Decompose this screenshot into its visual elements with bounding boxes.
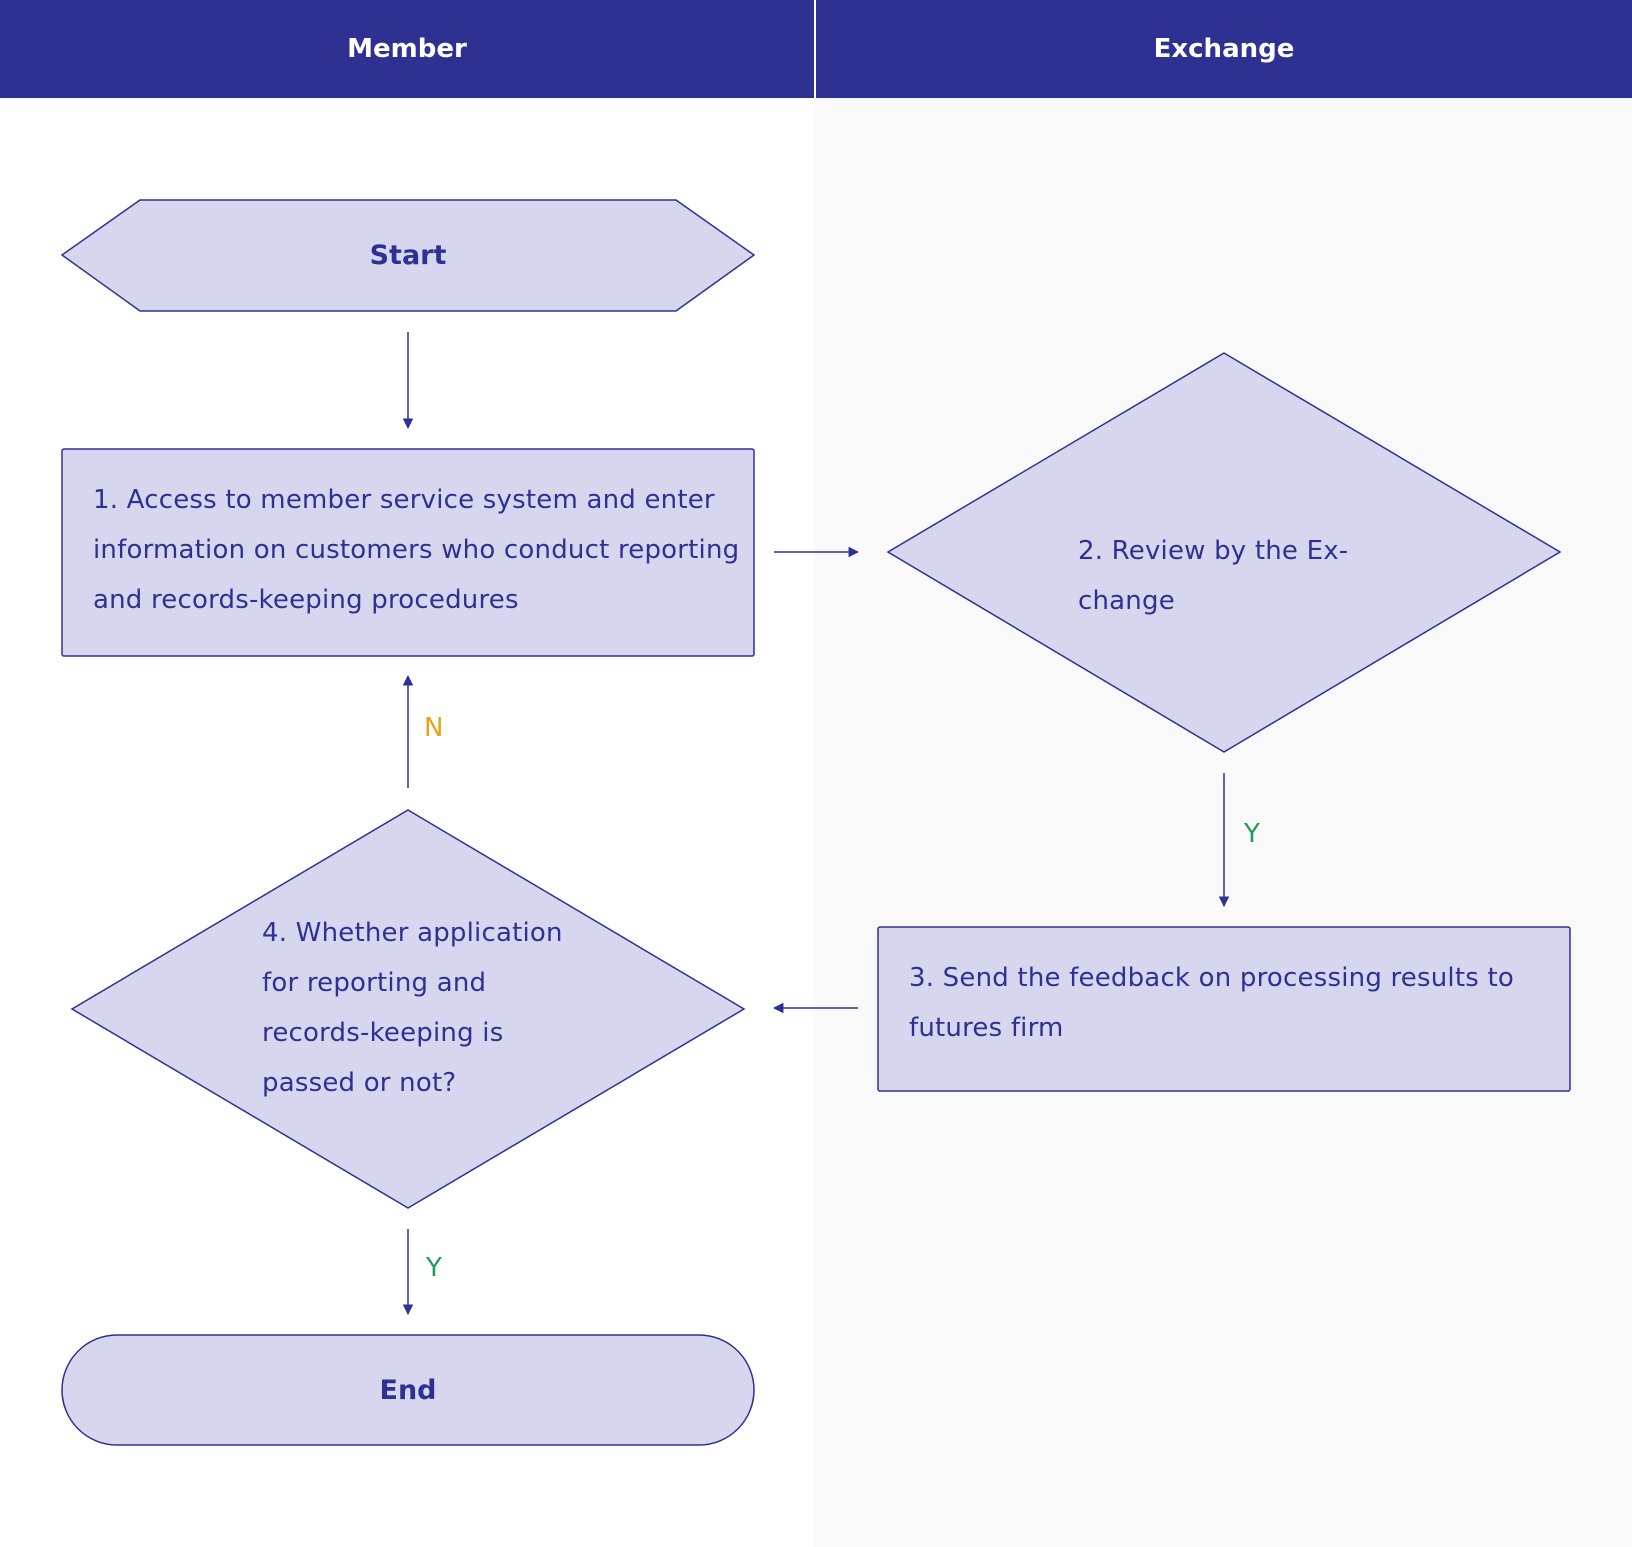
step4-text: 4. Whether application for reporting and… bbox=[262, 908, 622, 1108]
step1-box bbox=[61, 448, 755, 657]
step2-diamond bbox=[886, 352, 1562, 753]
step4-line-4: passed or not? bbox=[262, 1068, 457, 1098]
edge-label-yes-end: Y bbox=[426, 1253, 442, 1283]
lane-header-exchange: Exchange bbox=[816, 0, 1632, 98]
step4-line-3: records-keeping is bbox=[262, 1018, 504, 1048]
lane-header-member: Member bbox=[0, 0, 814, 98]
edge-label-yes-step3: Y bbox=[1244, 819, 1260, 849]
step4-line-2: for reporting and bbox=[262, 968, 487, 998]
step4-line-1: 4. Whether application bbox=[262, 918, 563, 948]
step3-line-2: futures firm bbox=[909, 1013, 1064, 1043]
end-label: End bbox=[379, 1374, 437, 1406]
start-label: Start bbox=[369, 240, 447, 271]
step3-text: 3. Send the feedback on processing resul… bbox=[909, 953, 1549, 1053]
edge-label-no: N bbox=[424, 713, 444, 743]
end-node-shape bbox=[61, 1334, 755, 1446]
start-node-shape bbox=[60, 199, 756, 312]
step1-line-2: information on customers who conduct rep… bbox=[93, 535, 740, 565]
step2-text: 2. Review by the Ex- change bbox=[1078, 526, 1378, 626]
step1-line-1: 1. Access to member service system and e… bbox=[93, 485, 715, 515]
step2-line-1: 2. Review by the Ex- bbox=[1078, 536, 1349, 566]
step3-line-1: 3. Send the feedback on processing resul… bbox=[909, 963, 1514, 993]
step3-box bbox=[877, 926, 1571, 1092]
step1-text: 1. Access to member service system and e… bbox=[93, 475, 743, 625]
step1-line-3: and records-keeping procedures bbox=[93, 585, 519, 615]
step2-line-2: change bbox=[1078, 586, 1175, 616]
step4-diamond bbox=[70, 809, 746, 1209]
header-divider bbox=[814, 0, 816, 98]
